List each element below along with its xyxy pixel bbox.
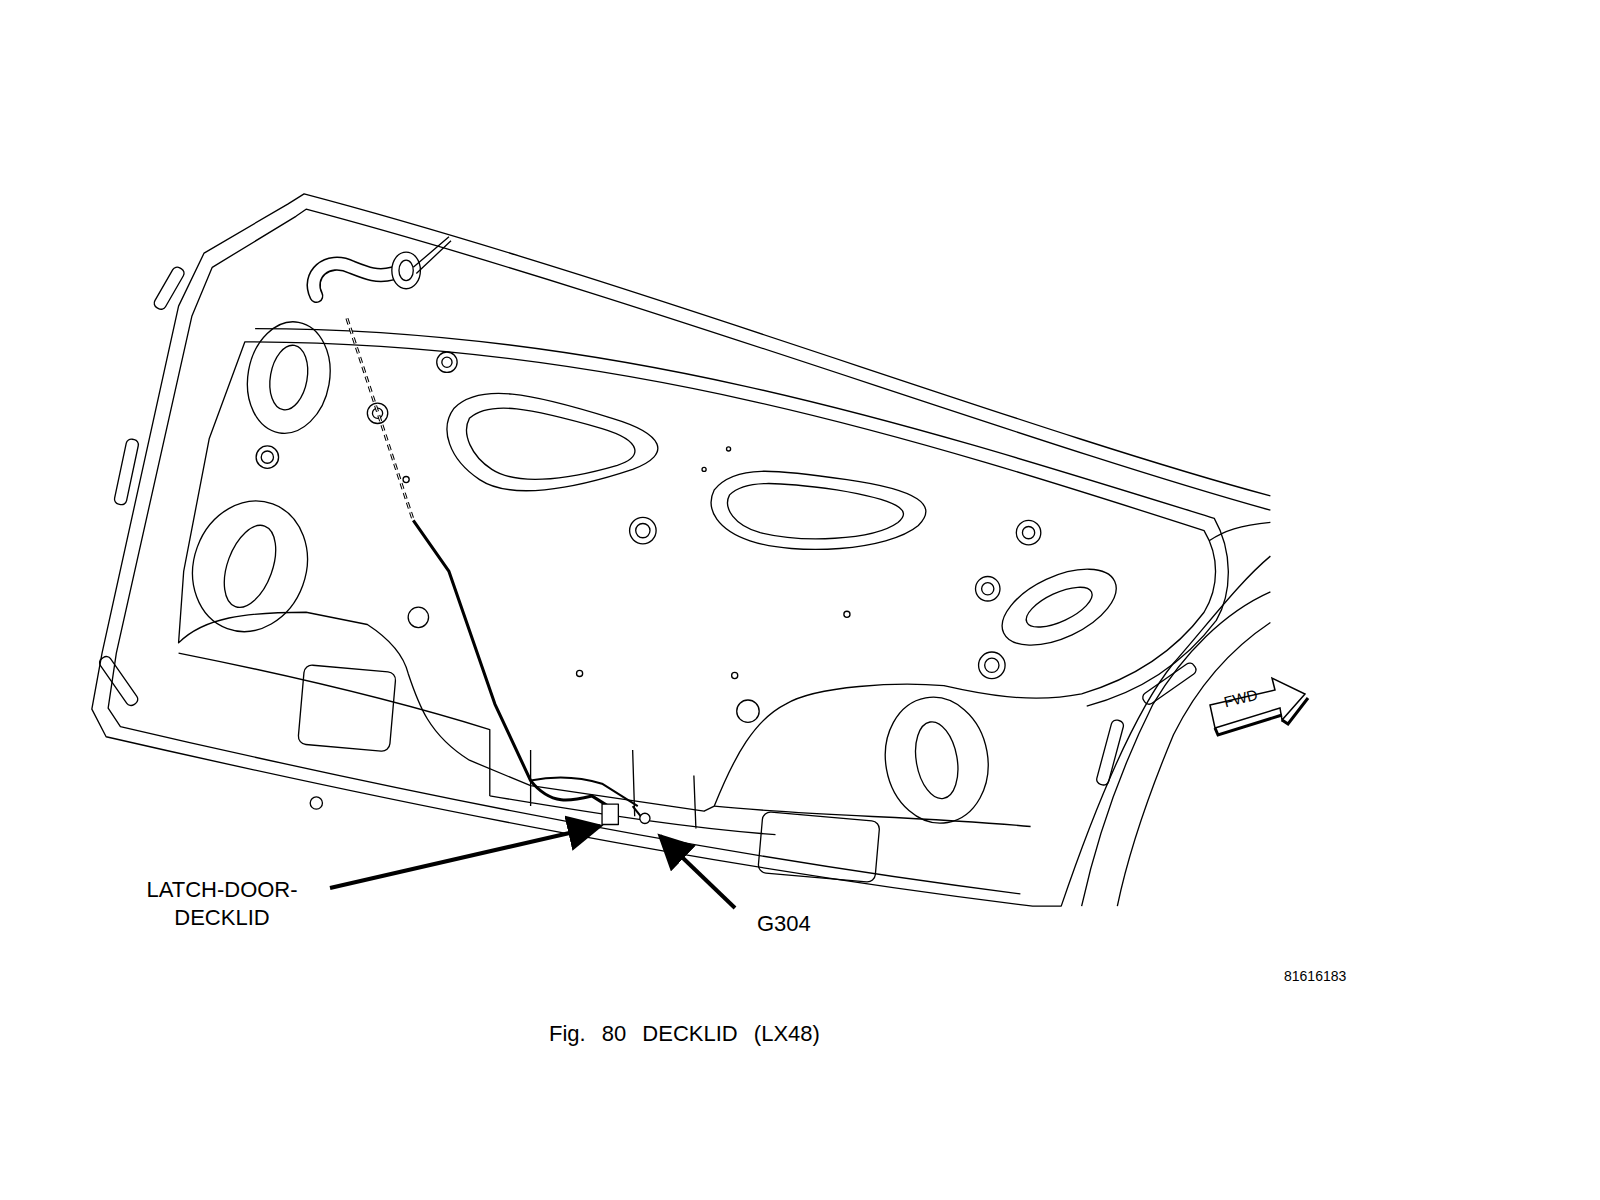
pad (758, 811, 880, 882)
figure-caption: Fig. 80 DECKLID (LX48) (549, 1020, 820, 1048)
figure-number: 81616183 (1284, 968, 1346, 986)
pad (298, 665, 396, 752)
decklid-edge (108, 209, 1270, 894)
lower-rail (179, 653, 1031, 835)
direction-label: FWD (1222, 686, 1260, 712)
embossed-recesses (175, 315, 1128, 831)
leader-line (330, 826, 600, 888)
part-label: LATCH-DOOR- DECKLID (132, 876, 312, 931)
wiring-harness (314, 237, 650, 825)
grommet-holes (256, 352, 1041, 809)
inner-panel (179, 342, 1216, 811)
decklid-outline (92, 194, 1271, 906)
ground-label: G304 (757, 910, 811, 938)
inner-panel-lip (255, 329, 1228, 707)
leader-line (660, 836, 735, 908)
edge-slots (98, 265, 1198, 786)
